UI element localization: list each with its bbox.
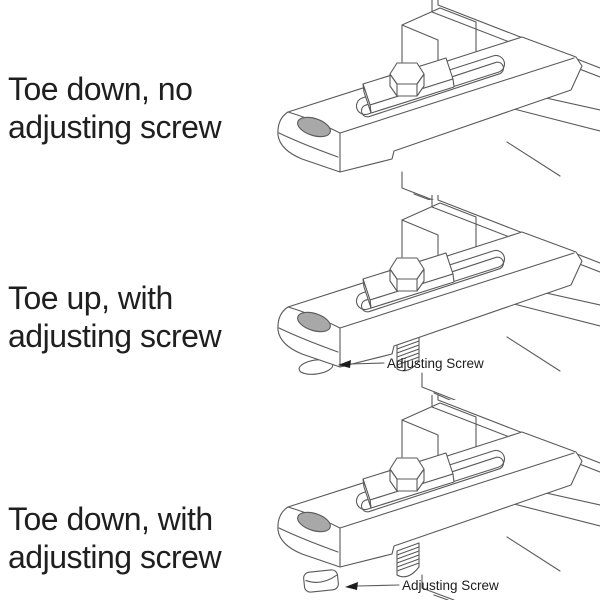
callout-label: Adjusting Screw [402, 578, 499, 593]
callout-leader-line [356, 584, 400, 587]
figure-art-toe-down-with-screw: Adjusting Screw [250, 395, 600, 600]
callout-arrowhead [338, 360, 351, 368]
table-front-edge [413, 193, 431, 200]
table-front-corner [421, 372, 456, 400]
toe-clamp [277, 36, 583, 173]
callout-arrowhead [345, 582, 358, 590]
table-front-edge [433, 392, 451, 400]
figure-art-toe-down-no-screw [250, 0, 600, 200]
callout-leader-line [349, 362, 385, 365]
toe-clamp [277, 431, 583, 568]
figure-art-toe-up-with-screw: Adjusting Screw [250, 195, 600, 400]
adjusting-screw-head [302, 568, 340, 594]
figure-caption-toe-down-no-screw: Toe down, no adjusting screw [8, 71, 222, 145]
adjusting-screw-shaft [396, 542, 420, 578]
table-front-edge [433, 594, 449, 600]
table-front-corner [421, 574, 455, 600]
toe-clamp [277, 231, 583, 368]
figure-caption-toe-up-with-screw: Toe up, with adjusting screw [8, 280, 222, 354]
figure-caption-toe-down-with-screw: Toe down, with adjusting screw [8, 501, 222, 575]
table-front-corner [401, 171, 434, 200]
callout-label: Adjusting Screw [387, 356, 484, 371]
